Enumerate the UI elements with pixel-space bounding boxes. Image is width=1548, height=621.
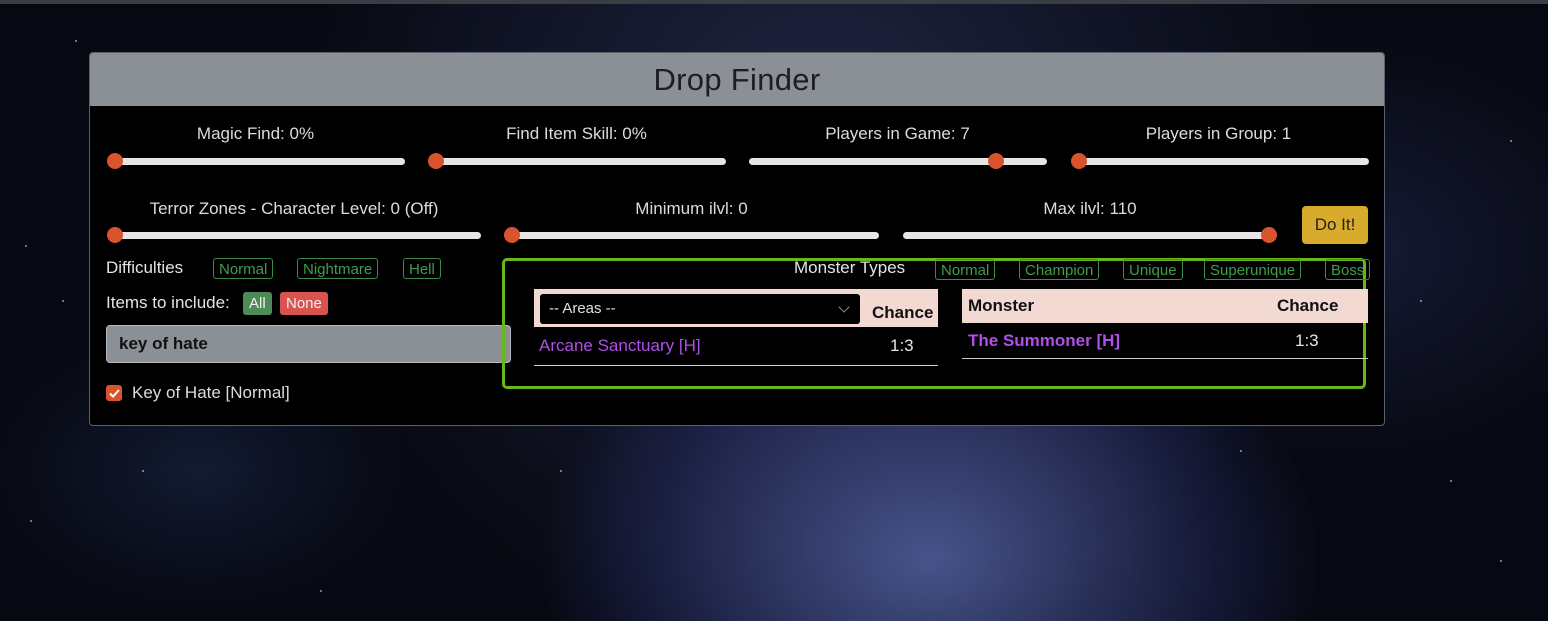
players-in-group-thumb[interactable] xyxy=(1071,153,1087,169)
difficulties-label: Difficulties xyxy=(106,258,184,277)
find-item-skill-thumb[interactable] xyxy=(428,153,444,169)
find-item-skill-slider-group: Find Item Skill: 0% xyxy=(428,123,726,169)
monster-type-normal-toggle[interactable]: Normal xyxy=(935,259,996,280)
terror-zones-thumb[interactable] xyxy=(107,227,123,243)
magic-find-slider[interactable] xyxy=(107,153,405,169)
players-in-group-slider-group: Players in Group: 1 xyxy=(1070,123,1369,169)
terror-zones-label: Terror Zones - Character Level: 0 (Off) xyxy=(149,199,439,218)
terror-zones-slider[interactable] xyxy=(107,227,481,243)
players-in-group-label: Players in Group: 1 xyxy=(1145,124,1292,143)
monster-table-header: Monster Chance xyxy=(962,289,1368,323)
items-none-button[interactable]: None xyxy=(280,292,328,315)
difficulty-hell-toggle[interactable]: Hell xyxy=(403,258,441,279)
results-highlight-box xyxy=(502,258,1366,389)
players-in-game-label: Players in Game: 7 xyxy=(825,124,970,143)
find-item-skill-label: Find Item Skill: 0% xyxy=(506,124,647,143)
areas-chance-header: Chance xyxy=(872,303,934,322)
players-in-game-slider[interactable] xyxy=(749,153,1047,169)
item-checkbox[interactable] xyxy=(106,385,122,401)
max-ilvl-thumb[interactable] xyxy=(1261,227,1277,243)
page-title: Drop Finder xyxy=(653,61,821,97)
item-search-input[interactable] xyxy=(106,325,511,363)
items-all-button[interactable]: All xyxy=(243,292,272,315)
max-ilvl-slider[interactable] xyxy=(903,227,1277,243)
table-row: The Summoner [H] 1:3 xyxy=(962,323,1368,359)
monster-type-unique-toggle[interactable]: Unique xyxy=(1123,259,1183,280)
players-in-game-slider-group: Players in Game: 7 xyxy=(749,123,1047,169)
drop-finder-panel: Drop Finder Magic Find: 0% Find Item Ski… xyxy=(89,52,1385,426)
panel-header: Drop Finder xyxy=(90,53,1384,106)
min-ilvl-slider-group: Minimum ilvl: 0 xyxy=(504,198,879,243)
monster-table: Monster Chance The Summoner [H] 1:3 xyxy=(962,289,1368,359)
monster-types-label: Monster Types xyxy=(794,258,906,277)
magic-find-thumb[interactable] xyxy=(107,153,123,169)
monster-type-boss-toggle[interactable]: Boss xyxy=(1325,259,1371,280)
do-it-button[interactable]: Do It! xyxy=(1302,206,1368,244)
areas-table: -- Areas -- Chance Arcane Sanctuary [H] … xyxy=(534,289,938,366)
players-in-game-thumb[interactable] xyxy=(988,153,1005,169)
max-ilvl-label: Max ilvl: 110 xyxy=(1043,199,1137,218)
items-include-label: Items to include: xyxy=(106,293,230,312)
difficulty-nightmare-toggle[interactable]: Nightmare xyxy=(297,258,379,279)
item-result-row[interactable]: Key of Hate [Normal] xyxy=(106,383,290,403)
top-bar xyxy=(0,0,1548,4)
chevron-down-icon xyxy=(838,301,850,313)
monster-link[interactable]: The Summoner [H] xyxy=(968,331,1121,350)
areas-table-header: -- Areas -- Chance xyxy=(534,289,938,327)
terror-zones-slider-group: Terror Zones - Character Level: 0 (Off) xyxy=(107,198,481,243)
min-ilvl-slider[interactable] xyxy=(504,227,879,243)
min-ilvl-label: Minimum ilvl: 0 xyxy=(635,199,748,218)
min-ilvl-thumb[interactable] xyxy=(504,227,520,243)
areas-select[interactable]: -- Areas -- xyxy=(540,294,860,324)
find-item-skill-slider[interactable] xyxy=(428,153,726,169)
item-result-label: Key of Hate [Normal] xyxy=(132,383,290,402)
players-in-group-slider[interactable] xyxy=(1071,153,1369,169)
magic-find-slider-group: Magic Find: 0% xyxy=(107,123,405,169)
magic-find-label: Magic Find: 0% xyxy=(196,124,315,143)
difficulty-normal-toggle[interactable]: Normal xyxy=(213,258,274,279)
table-row: Arcane Sanctuary [H] 1:3 xyxy=(534,327,938,366)
monster-chance-value: 1:3 xyxy=(1295,331,1319,350)
monster-type-champion-toggle[interactable]: Champion xyxy=(1019,259,1100,280)
area-chance-value: 1:3 xyxy=(890,336,914,355)
monster-column-header: Monster xyxy=(968,296,1035,315)
monster-chance-header: Chance xyxy=(1277,296,1339,315)
checkmark-icon xyxy=(108,388,120,398)
area-link[interactable]: Arcane Sanctuary [H] xyxy=(539,336,701,355)
monster-type-superunique-toggle[interactable]: Superunique xyxy=(1204,259,1302,280)
max-ilvl-slider-group: Max ilvl: 110 xyxy=(903,198,1277,243)
areas-select-value: -- Areas -- xyxy=(549,300,616,317)
